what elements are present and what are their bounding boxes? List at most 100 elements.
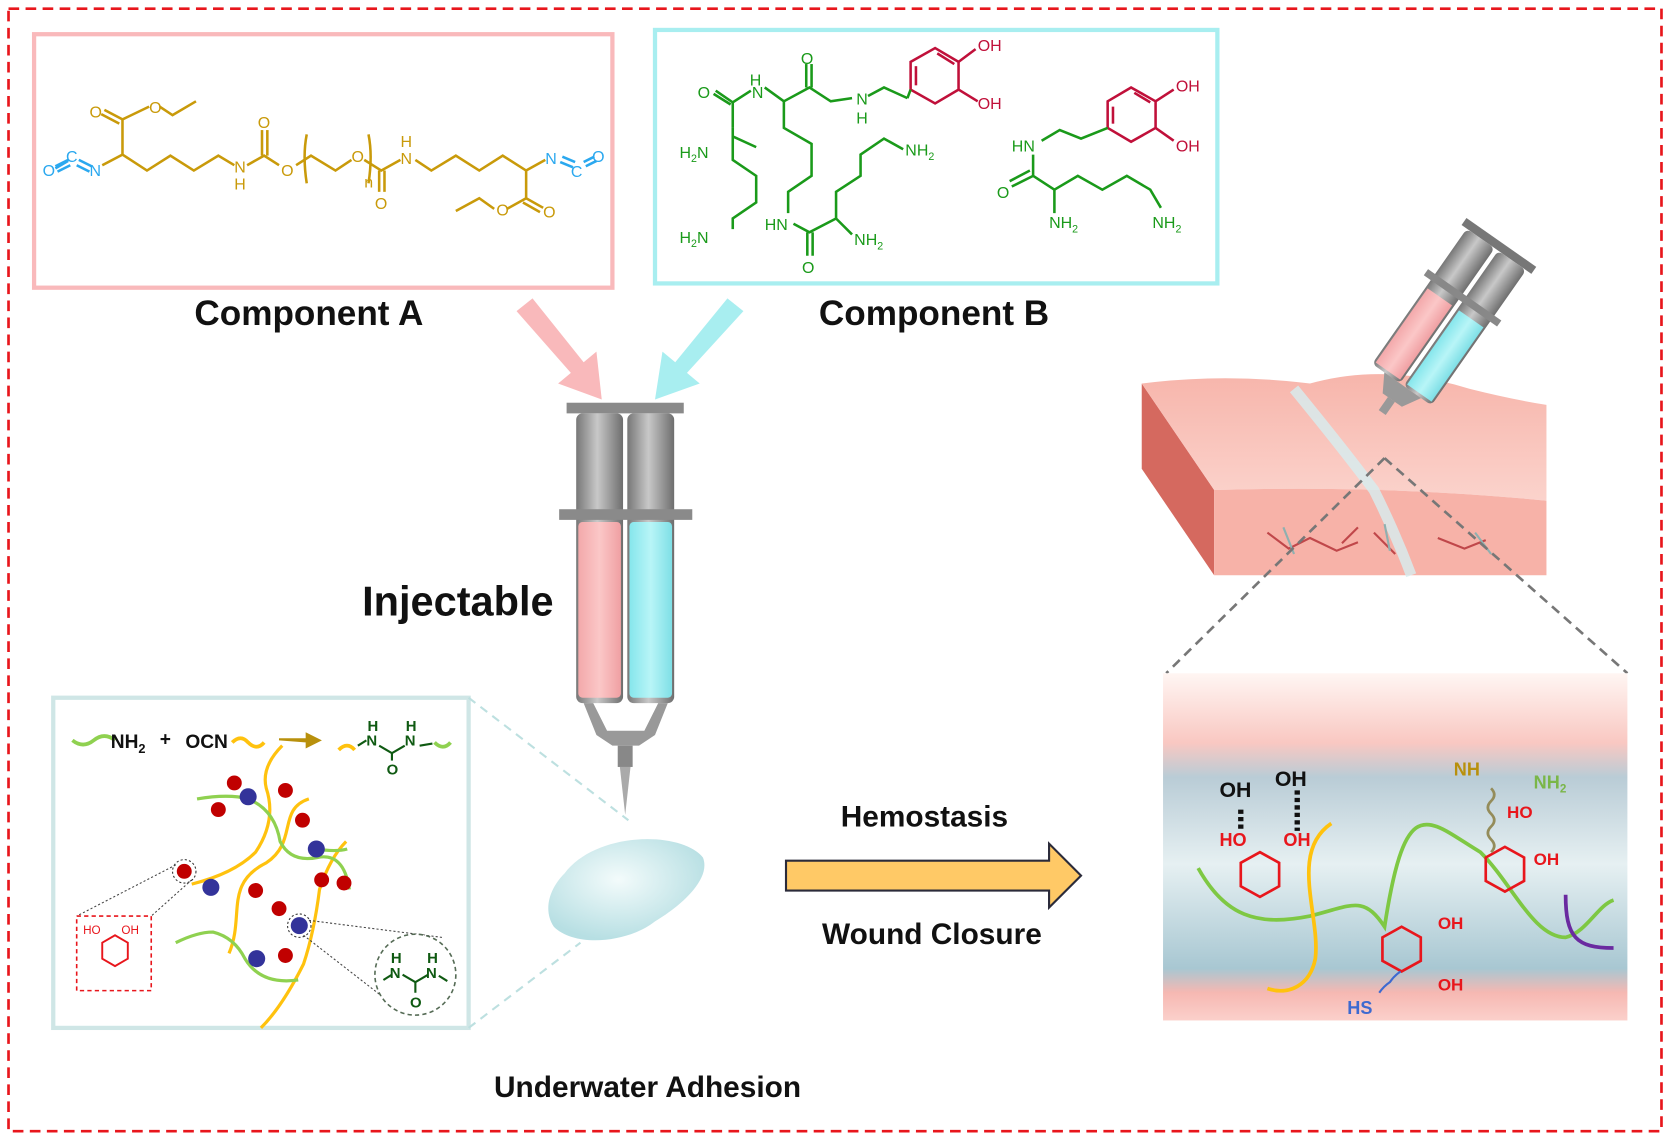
urea-crosslink-dots xyxy=(202,788,325,968)
atom-label: HN xyxy=(1012,138,1035,155)
catechol-dots xyxy=(176,775,352,963)
atom-label: H xyxy=(750,72,762,89)
atom-label: O xyxy=(801,51,813,68)
component-b-structure: O H N O N H OH OH H2N H2N HN O NH2 NH2 O… xyxy=(652,27,1220,286)
atom-label: N xyxy=(752,85,764,102)
pink-arrow xyxy=(516,298,602,400)
nh2-reactant: NH xyxy=(111,732,139,753)
atom-label: N xyxy=(390,966,401,982)
svg-text:H2N: H2N xyxy=(680,145,709,165)
svg-text:H2N: H2N xyxy=(680,230,709,250)
wound-closure-label: Wound Closure xyxy=(822,918,1042,951)
hydrogel-drop xyxy=(548,839,705,941)
atom-label: H xyxy=(680,145,692,162)
atom-label: NH xyxy=(1534,772,1560,792)
atom-label: N xyxy=(545,151,557,168)
crosslink-network-panel: NH2 + OCN N H N H O xyxy=(51,695,630,1031)
atom-label: HS xyxy=(1347,998,1372,1018)
atom-label: H xyxy=(391,951,402,967)
atom-label: C xyxy=(571,164,583,181)
atom-label: O xyxy=(281,163,293,180)
subscript: 2 xyxy=(691,153,697,165)
svg-text:NH2: NH2 xyxy=(111,732,146,756)
component-a-structure: O C N O O N H O O O n O N H O O N C O xyxy=(31,32,615,290)
component-a-label: Component A xyxy=(194,294,423,333)
atom-label: O xyxy=(351,149,363,166)
atom-label: HO xyxy=(1507,803,1533,822)
atom-label: C xyxy=(66,149,78,166)
atom-label: O xyxy=(43,163,55,180)
urea-inset xyxy=(374,933,457,1016)
atom-label: O xyxy=(89,104,101,121)
atom-label: N xyxy=(697,145,709,162)
atom-label: N xyxy=(234,160,246,177)
catechol-inset xyxy=(75,915,153,992)
atom-label: OH xyxy=(978,38,1002,55)
atom-label: H xyxy=(427,951,438,967)
adhesion-interface-panel: OH OH HO OH NH NH2 HO OH OH OH HS xyxy=(1163,673,1628,1021)
underwater-adhesion-label: Underwater Adhesion xyxy=(494,1071,801,1104)
atom-label: OH xyxy=(1283,830,1310,850)
atom-label: NH xyxy=(905,143,928,160)
subscript: 2 xyxy=(1560,783,1567,796)
applicator-syringe xyxy=(1374,218,1537,416)
atom-label: NH xyxy=(854,232,877,249)
svg-text:NH2: NH2 xyxy=(1049,215,1078,235)
atom-label: NH xyxy=(1454,759,1480,779)
svg-text:NH2: NH2 xyxy=(905,143,934,163)
atom-label: N xyxy=(400,151,412,168)
atom-label: O xyxy=(543,204,555,221)
atom-label: O xyxy=(387,762,399,778)
atom-label: N xyxy=(366,734,377,750)
atom-label: H xyxy=(680,230,692,247)
svg-text:NH2: NH2 xyxy=(1152,215,1181,235)
subscript: 2 xyxy=(928,151,934,163)
subscript: 2 xyxy=(1072,223,1078,235)
component-b-label: Component B xyxy=(819,294,1049,333)
atom-label: H xyxy=(856,111,868,128)
atom-label: NH xyxy=(1152,215,1175,232)
subscript: 2 xyxy=(138,741,145,756)
atom-label: O xyxy=(375,196,387,213)
atom-label: O xyxy=(802,260,814,277)
atom-label: OH xyxy=(1176,138,1200,155)
atom-label: N xyxy=(426,966,437,982)
atom-label: O xyxy=(496,202,508,219)
atom-label: HN xyxy=(765,217,788,234)
atom-label: OH xyxy=(1438,914,1464,933)
atom-label: NH xyxy=(1049,215,1072,232)
repeat-unit-n: n xyxy=(364,175,373,192)
atom-label: O xyxy=(997,185,1009,202)
atom-label: H xyxy=(406,719,417,735)
atom-label: N xyxy=(89,163,101,180)
ocn-reactant: OCN xyxy=(185,732,228,753)
atom-label: N xyxy=(856,92,868,109)
atom-label: HO xyxy=(83,924,101,937)
atom-label: OH xyxy=(121,924,139,937)
atom-label: OH xyxy=(1438,976,1464,995)
plus-sign: + xyxy=(160,730,171,751)
injectable-label: Injectable xyxy=(362,578,554,625)
subscript: 2 xyxy=(1175,223,1181,235)
outer-border xyxy=(7,7,1663,1133)
tissue-block xyxy=(1141,374,1547,578)
atom-label: O xyxy=(258,115,270,132)
subscript: 2 xyxy=(877,240,883,252)
atom-label: H xyxy=(234,177,246,194)
cyan-arrow xyxy=(655,298,744,400)
atom-label: HO xyxy=(1219,830,1246,850)
atom-label: H xyxy=(400,134,412,151)
svg-text:NH2: NH2 xyxy=(854,232,883,252)
atom-label: OH xyxy=(1275,767,1307,791)
subscript: 2 xyxy=(691,238,697,250)
atom-label: OH xyxy=(1176,79,1200,96)
hemostasis-label: Hemostasis xyxy=(841,801,1008,834)
atom-label: O xyxy=(410,996,422,1012)
atom-label: O xyxy=(698,85,710,102)
atom-label: N xyxy=(405,734,416,750)
atom-label: N xyxy=(697,230,709,247)
dual-syringe xyxy=(559,402,693,815)
atom-label: O xyxy=(149,100,161,117)
atom-label: OH xyxy=(1219,778,1251,802)
